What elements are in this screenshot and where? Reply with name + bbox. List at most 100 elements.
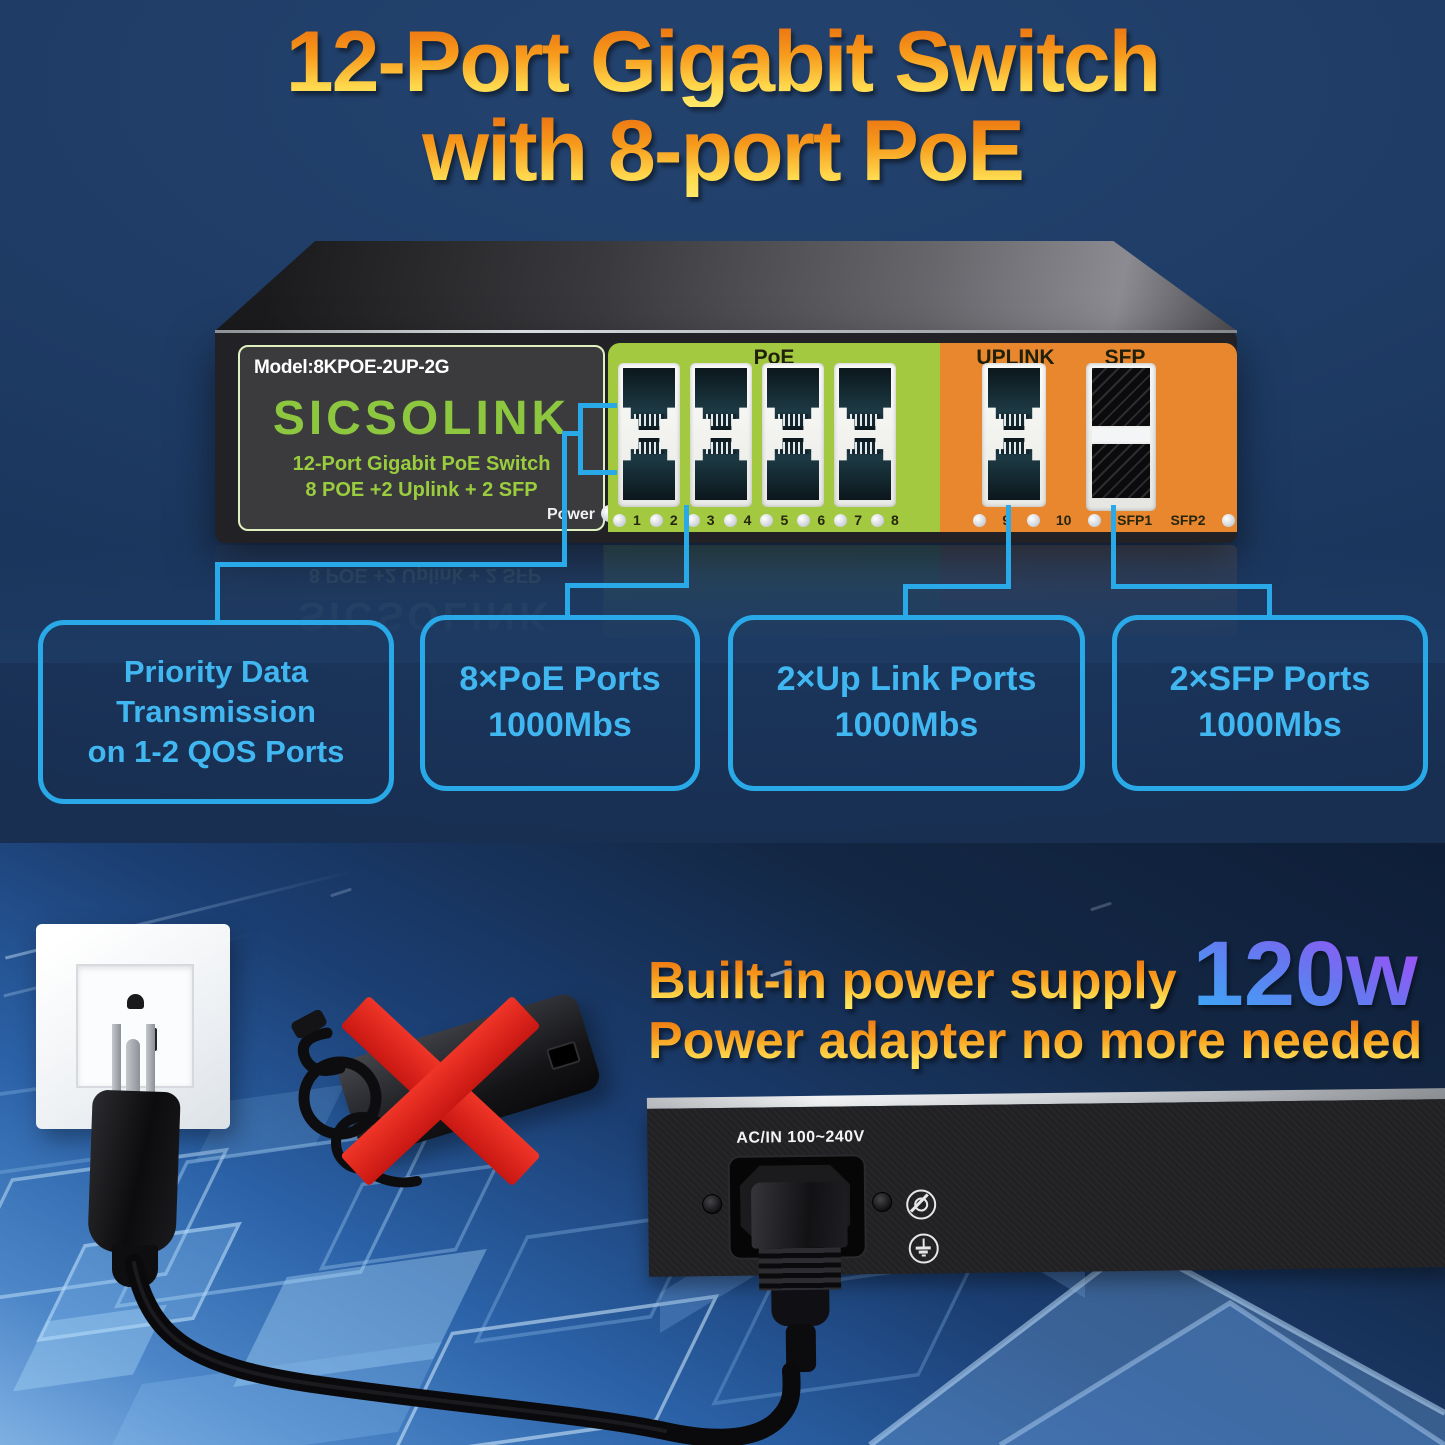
- rj45-pins: [999, 414, 1029, 426]
- power-cord: [125, 1254, 801, 1445]
- rj45-port: [623, 438, 675, 500]
- panel-top-edge: [215, 330, 1237, 333]
- led-label: 7: [854, 512, 862, 528]
- connector-line: [684, 505, 689, 588]
- rj45-port: [839, 368, 891, 430]
- power-led-label: Power: [546, 506, 595, 523]
- connector-line: [1006, 505, 1011, 589]
- led: [686, 513, 700, 527]
- connector-line: [215, 562, 220, 624]
- led: [1087, 513, 1101, 527]
- poe-port-column-1: [618, 363, 680, 507]
- headline: Built-in power supply 120w: [648, 923, 1445, 1025]
- led-label: SFP1: [1117, 512, 1153, 528]
- led: [1221, 513, 1235, 527]
- rj45-port: [988, 368, 1040, 430]
- callout-poe-ports: 8×PoE Ports 1000Mbs: [420, 615, 700, 791]
- led: [871, 513, 885, 527]
- poe-port-column-3: [762, 363, 824, 507]
- connector-line: [565, 583, 570, 619]
- sfp-cage: [1086, 363, 1156, 511]
- connector-line: [562, 431, 567, 567]
- callout-line: 8×PoE Ports: [459, 660, 661, 699]
- switch-info-panel: Model:8KPOE-2UP-2G SICSOLINK 12-Port Gig…: [238, 345, 605, 531]
- led-label: 6: [817, 512, 826, 528]
- connector-line: [903, 584, 1011, 589]
- sfp-slot-1: [1092, 368, 1150, 426]
- connector-line: [1267, 584, 1272, 617]
- rj45-pins: [778, 442, 808, 454]
- headline-wattage: 120w: [1192, 923, 1418, 1025]
- led-label: 4: [743, 512, 752, 528]
- led: [760, 513, 774, 527]
- callout-sfp-ports: 2×SFP Ports 1000Mbs: [1112, 615, 1428, 791]
- switch-description-2: 8 POE +2 Uplink + 2 SFP: [305, 479, 538, 501]
- callout-qos-ports: Priority Data Transmission on 1-2 QOS Po…: [38, 620, 394, 804]
- callout-uplink-ports: 2×Up Link Ports 1000Mbs: [728, 615, 1085, 791]
- model-number: Model:8KPOE-2UP-2G: [254, 357, 450, 378]
- callout-line: 1000Mbs: [834, 706, 979, 744]
- switch-front-panel: Model:8KPOE-2UP-2G SICSOLINK 12-Port Gig…: [215, 330, 1237, 543]
- led: [973, 513, 986, 527]
- callout-line: Priority Data: [123, 653, 309, 689]
- headline-line-2: Power adapter no more needed: [648, 1012, 1423, 1070]
- sfp-latch: [1092, 428, 1150, 451]
- poe-port-column-4: [834, 363, 896, 507]
- callout-line: on 1-2 QOS Ports: [87, 734, 345, 770]
- rj45-port: [839, 438, 891, 500]
- led-label: 8: [891, 512, 899, 528]
- led: [834, 513, 848, 527]
- callout-line: Transmission: [116, 693, 316, 729]
- connector-line: [1111, 584, 1272, 589]
- connector-line: [215, 562, 567, 567]
- rj45-port: [767, 438, 819, 500]
- poe-led-row: 1 2 3 4 5 6 7 8: [613, 511, 905, 529]
- rj45-port: [988, 438, 1040, 500]
- poe-port-column-2: [690, 363, 752, 507]
- rj45-pins: [706, 442, 736, 454]
- callout-line: 1000Mbs: [1198, 706, 1342, 744]
- rj45-pins: [634, 442, 664, 454]
- rj45-pins: [999, 442, 1029, 454]
- switch-description-1: 12-Port Gigabit PoE Switch: [292, 453, 551, 475]
- rj45-port: [623, 368, 675, 430]
- plug-prong: [112, 1024, 121, 1096]
- brand-logo: SICSOLINK: [272, 392, 571, 445]
- title-line-1: 12-Port Gigabit Switch: [0, 17, 1445, 107]
- connector-line: [565, 583, 689, 588]
- rj45-port: [695, 368, 747, 430]
- rj45-pins: [706, 414, 736, 426]
- outlet-ground-hole: [127, 994, 144, 1009]
- top-section: 12-Port Gigabit Switch with 8-port PoE M…: [0, 0, 1445, 843]
- led-label: 1: [633, 512, 641, 528]
- connector-line: [903, 584, 908, 617]
- led-label: 3: [706, 512, 715, 528]
- led: [723, 513, 737, 527]
- connector-line: [1111, 505, 1116, 589]
- led: [649, 513, 663, 527]
- switch-top-face: [215, 241, 1237, 331]
- rj45-pins: [778, 414, 808, 426]
- led-label: 5: [780, 512, 789, 528]
- rj45-pins: [850, 442, 880, 454]
- led: [613, 513, 626, 527]
- uplink-sfp-led-row: 9 10 SFP1 SFP2: [973, 511, 1235, 529]
- led-label: 10: [1055, 512, 1072, 528]
- qos-ports-bracket: [578, 403, 617, 475]
- sfp-slot-2: [1092, 444, 1150, 498]
- rj45-port: [767, 368, 819, 430]
- led-label: 2: [669, 512, 678, 528]
- callout-line: 2×Up Link Ports: [776, 660, 1037, 699]
- page-title: 12-Port Gigabit Switch with 8-port PoE: [0, 17, 1445, 197]
- plug-prong: [146, 1024, 155, 1096]
- title-line-2: with 8-port PoE: [0, 106, 1445, 196]
- rj45-port: [695, 438, 747, 500]
- uplink-port-column: [982, 363, 1046, 507]
- rj45-pins: [850, 414, 880, 426]
- led-label: SFP2: [1170, 512, 1206, 528]
- led: [1026, 513, 1040, 527]
- connector-line: [562, 431, 580, 436]
- rj45-pins: [634, 414, 664, 426]
- led: [797, 513, 811, 527]
